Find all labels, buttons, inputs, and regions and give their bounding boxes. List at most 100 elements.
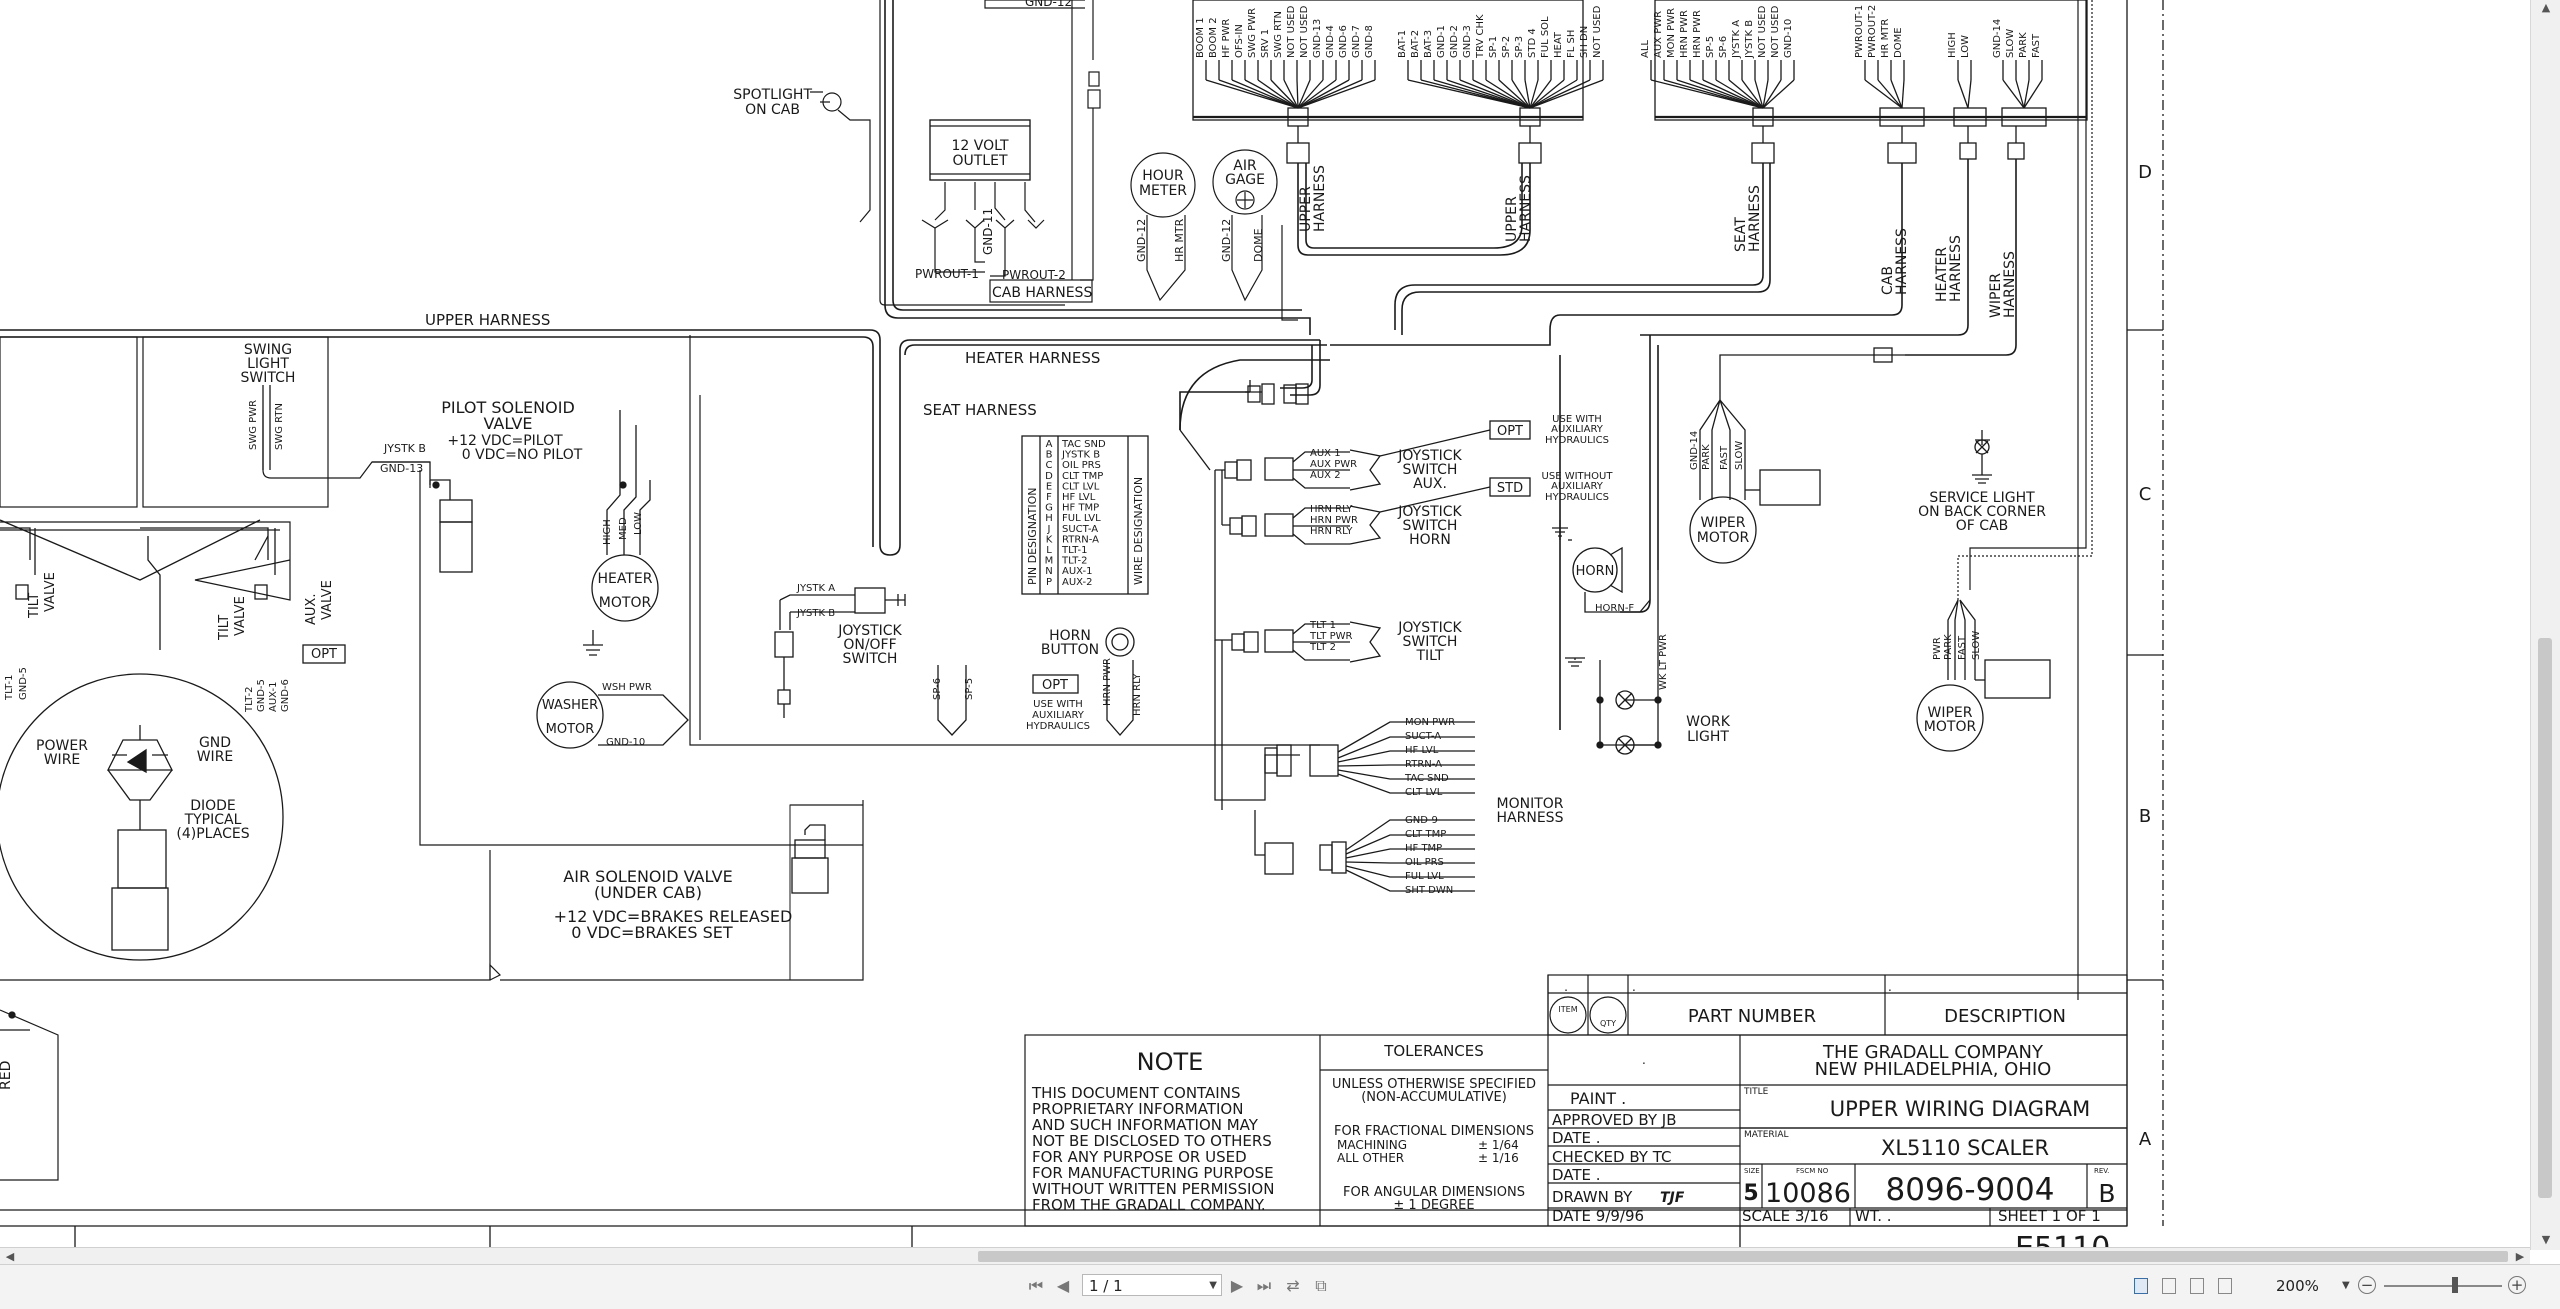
- pin-label: SP-2: [1501, 36, 1512, 58]
- sp-wires: [937, 665, 967, 736]
- cab-harness-label: CABHARNESS: [1880, 228, 1910, 295]
- horn-button-label-2: BUTTON: [1041, 642, 1099, 658]
- aux-wire-label: AUX 1: [1310, 448, 1341, 459]
- note-line: AND SUCH INFORMATION MAY: [1032, 1116, 1259, 1134]
- joystick-switch-label-2: ON/OFF: [843, 637, 896, 653]
- tilt-valve-label: TILT: [27, 593, 42, 619]
- horn-opt-box: [1032, 674, 1079, 694]
- next-page-icon[interactable]: ▶: [1230, 1276, 1244, 1295]
- two-page-view-button[interactable]: [2186, 1275, 2208, 1297]
- pin-label: GND-1: [1436, 25, 1447, 58]
- pin-label: HIGH: [1947, 32, 1958, 58]
- joystick-switch-label: JOYSTICK: [837, 623, 902, 639]
- aux-valve-label-2: VALVE: [320, 580, 335, 620]
- exit-icon[interactable]: ⧉: [1315, 1276, 1327, 1295]
- wiper-wire-label: SLOW: [1971, 631, 1982, 660]
- joystick-switch-label-3: SWITCH: [843, 651, 898, 667]
- jystk-a-label: JYSTK A: [796, 583, 835, 594]
- zoom-slider-thumb[interactable]: [2452, 1277, 2458, 1293]
- pin-label: GND-10: [1783, 19, 1794, 58]
- exchange-icon[interactable]: ⇄: [1286, 1276, 1300, 1295]
- wiper-wire-label: PARK: [1943, 634, 1954, 660]
- wire-line: [1864, 79, 1903, 109]
- pin-label: BAT-2: [1410, 30, 1421, 58]
- previous-page-icon[interactable]: ◀: [1056, 1276, 1070, 1295]
- opt-std-leaders: [1379, 429, 1491, 513]
- continuous-view-button[interactable]: [2158, 1275, 2180, 1297]
- zoom-in-icon[interactable]: +: [2508, 1276, 2526, 1294]
- wire-line: [1257, 79, 1299, 109]
- monitor-wire-label: SHT DWN: [1405, 885, 1453, 896]
- service-light-label-2: ON BACK CORNER: [1918, 504, 2046, 520]
- zoom-dropdown-icon[interactable]: ▼: [2342, 1280, 2350, 1291]
- monitor-harness-symbol: [1254, 721, 1475, 892]
- zoom-level[interactable]: 200%: [2276, 1277, 2319, 1295]
- page-dropdown-icon[interactable]: ▼: [1209, 1280, 1217, 1291]
- page-number-input[interactable]: 1 / 1 ▼: [1082, 1274, 1222, 1296]
- scroll-right-icon[interactable]: ▶: [2515, 1250, 2525, 1263]
- scroll-down-icon[interactable]: ▼: [2541, 1233, 2551, 1246]
- wire-line: [1676, 79, 1764, 109]
- top-left-components: [810, 0, 1298, 321]
- pin-letter: P: [1046, 577, 1052, 588]
- fscm-value: 10086: [1765, 1178, 1851, 1209]
- pin-wire-name: HF LVL: [1062, 492, 1096, 503]
- wiper-motor-label-2: MOTOR: [1697, 530, 1750, 546]
- wire-line: [1231, 79, 1299, 109]
- desc-dot: .: [1888, 980, 1892, 994]
- tolerances-text: UNLESS OTHERWISE SPECIFIED(NON-ACCUMULAT…: [1332, 1077, 1536, 1213]
- first-page-icon[interactable]: ⏮: [1028, 1276, 1044, 1295]
- zoom-slider-track[interactable]: [2384, 1285, 2502, 1287]
- work-light-label: WORK: [1686, 714, 1731, 730]
- horn-wire-label: HRN RLY: [1310, 504, 1353, 515]
- scroll-left-icon[interactable]: ◀: [5, 1250, 15, 1263]
- horizontal-scrollbar[interactable]: ◀ ▶: [0, 1247, 2530, 1265]
- wire-line: [1663, 79, 1764, 109]
- horn-opt-label: OPT: [1042, 678, 1068, 693]
- scroll-up-icon[interactable]: ▲: [2541, 1, 2551, 14]
- pilot-solenoid-label: PILOT SOLENOID: [441, 398, 575, 417]
- sp-6-label: SP-6: [932, 678, 943, 700]
- heater-motor-label: HEATER: [598, 571, 653, 587]
- wire-line: [1728, 79, 1764, 109]
- seat-harness-mid-label: SEAT HARNESS: [923, 401, 1037, 419]
- pin-letter: K: [1046, 534, 1053, 545]
- pin-wire-name: TLT-2: [1061, 556, 1087, 567]
- wiper-wire-label: PARK: [1701, 444, 1712, 470]
- joystick-aux-label-2: SWITCH: [1403, 462, 1458, 478]
- pin-letter: A: [1046, 439, 1053, 450]
- horizontal-scroll-thumb[interactable]: [978, 1251, 2508, 1262]
- continuous-page-icon: [2162, 1278, 2176, 1294]
- pin-wire-name: CLT LVL: [1062, 481, 1100, 492]
- pin-label: SWG RTN: [1273, 11, 1284, 58]
- single-page-view-button[interactable]: [2130, 1275, 2152, 1297]
- book-view-button[interactable]: [2214, 1275, 2236, 1297]
- pin-label: BAT-3: [1423, 30, 1434, 58]
- pin-label: TRV CHK: [1475, 14, 1486, 59]
- pin-label: SP-3: [1514, 36, 1525, 58]
- pin-label: FUL SOL: [1540, 16, 1551, 58]
- last-page-icon[interactable]: ⏭: [1256, 1276, 1272, 1295]
- drawing-title: UPPER WIRING DIAGRAM: [1830, 1097, 2091, 1121]
- diode-label: DIODE: [190, 798, 236, 814]
- pin-label: HRN PWR: [1692, 10, 1703, 58]
- pin-label: SWG PWR: [1247, 8, 1258, 58]
- pin-letter: N: [1045, 566, 1052, 577]
- zoom-out-icon[interactable]: −: [2358, 1276, 2376, 1294]
- air-solenoid-label-2: (UNDER CAB): [594, 883, 702, 902]
- wire-designation-title: WIRE DESIGNATION: [1132, 477, 1145, 585]
- pin-label: NOT USED: [1299, 5, 1310, 58]
- wire-line: [1901, 79, 1905, 109]
- wire-line: [1297, 79, 1337, 109]
- vertical-scrollbar[interactable]: ▲ ▼: [2530, 0, 2560, 1250]
- pin-label: STD 4: [1527, 28, 1538, 58]
- vertical-scroll-thumb[interactable]: [2538, 638, 2552, 1198]
- wire-line: [2015, 79, 2025, 109]
- wire-line: [1459, 79, 1531, 109]
- monitor-harness-label-2: HARNESS: [1497, 810, 1564, 826]
- gnd-wire-label: GND: [199, 735, 231, 751]
- zone-label-a: A: [2139, 1129, 2152, 1150]
- swing-light-switch-label: SWING: [244, 342, 292, 358]
